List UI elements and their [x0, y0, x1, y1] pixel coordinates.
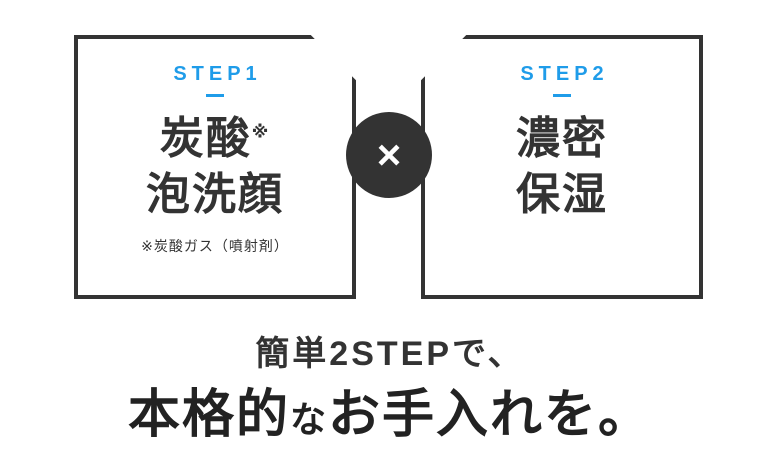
tagline-line2-part2: お手入れを。 — [328, 386, 653, 444]
step1-label: STEP1 — [173, 63, 262, 85]
step2-underline — [553, 94, 571, 97]
step2-title-line1: 濃密 — [516, 114, 608, 163]
tagline-line2-particle: な — [289, 399, 328, 440]
step2-title-line2: 保湿 — [516, 170, 608, 220]
step1-underline — [206, 94, 224, 97]
step1-title: 炭酸※ 泡洗顔 — [78, 111, 352, 224]
step2-box: STEP2 濃密 保湿 — [375, 0, 703, 299]
step2-title: 濃密 保湿 — [425, 111, 699, 224]
tagline-line2: 本格的なお手入れを。 — [0, 372, 780, 447]
multiply-icon: × — [376, 131, 402, 178]
step1-title-asterisk: ※ — [251, 122, 271, 142]
multiply-badge: × — [346, 112, 432, 198]
step1-title-line1: 炭酸 — [159, 114, 252, 163]
step2-label: STEP2 — [520, 63, 609, 85]
tagline-line1: 簡単2STEPで、 — [255, 335, 525, 373]
step1-title-line2: 泡洗顔 — [146, 170, 284, 220]
step1-footnote: ※炭酸ガス（噴射剤） — [141, 237, 289, 254]
tagline-line2-part1: 本格的 — [127, 386, 290, 444]
step1-box: STEP1 炭酸※ 泡洗顔 ※炭酸ガス（噴射剤） — [74, 0, 402, 299]
